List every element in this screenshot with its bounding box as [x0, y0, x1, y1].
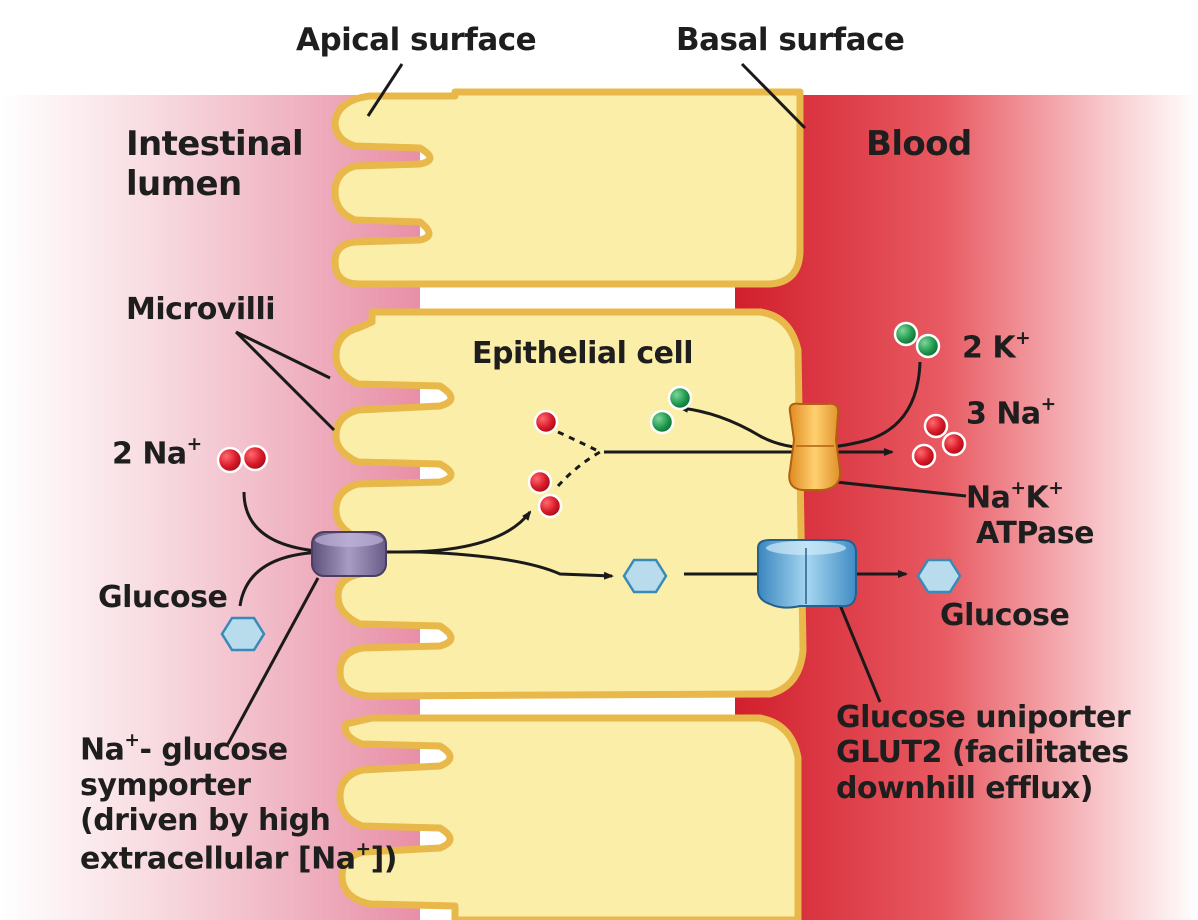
- blood-glucose-label: Glucose: [940, 598, 1070, 633]
- blood-label: Blood: [866, 124, 972, 164]
- sodium-pooling-dash-2: [556, 450, 601, 488]
- sodium-ions-cell-lower: [527, 469, 563, 519]
- potassium-ions-cell: [649, 385, 693, 435]
- symporter-label: Na+- glucose symporter (driven by high e…: [80, 730, 397, 876]
- pump-leader: [835, 480, 967, 498]
- intestinal-lumen-label: Intestinal lumen: [126, 124, 304, 205]
- blood-potassium-label: 2 K+: [962, 328, 1031, 366]
- symporter-line1: Na+- glucose: [80, 730, 397, 768]
- sodium-ions-blood: [911, 413, 967, 469]
- intestinal-lumen-line2: lumen: [126, 164, 242, 205]
- uniporter-label: Glucose uniporter GLUT2 (facilitates dow…: [836, 700, 1131, 806]
- apical-surface-label: Apical surface: [296, 22, 537, 58]
- sodium-glucose-symporter: [311, 531, 387, 577]
- blood-region: [735, 95, 1198, 920]
- uniporter-line1: Glucose uniporter: [836, 700, 1131, 735]
- pump-k-charge: +: [1048, 478, 1064, 499]
- epithelial-cell-label: Epithelial cell: [472, 336, 694, 371]
- pump-k-text: K: [1025, 480, 1049, 516]
- symporter-na-text: Na: [80, 732, 125, 768]
- uniporter-line2: GLUT2 (facilitates: [836, 735, 1129, 771]
- sodium-potassium-pump: [788, 402, 842, 491]
- intestinal-lumen-line1: Intestinal: [126, 124, 304, 164]
- glucose-entry-path: [238, 550, 614, 607]
- symporter-line4-prefix: extracellular [Na: [80, 840, 356, 876]
- pump-label-line2: ATPase: [976, 515, 1094, 551]
- microvilli-label: Microvilli: [126, 292, 276, 327]
- symporter-line2: symporter: [80, 767, 251, 803]
- symporter-line3: (driven by high: [80, 803, 331, 839]
- potassium-ions-blood: [893, 321, 941, 359]
- blood-sodium-label: 3 Na+: [966, 394, 1056, 432]
- blood-sodium-text: 3 Na: [966, 396, 1041, 432]
- sodium-pooling-dash-1: [557, 430, 601, 454]
- pump-na-text: Na: [966, 480, 1011, 516]
- epithelial-cell-top: [331, 88, 804, 288]
- symporter-line4-suffix: ]): [370, 840, 398, 876]
- pump-label-line1: Na+K+: [966, 478, 1094, 516]
- basal-surface-label: Basal surface: [676, 22, 905, 58]
- epithelial-cell-bottom: [336, 714, 802, 920]
- microvilli-leader-2: [234, 330, 336, 432]
- pump-label: Na+K+ ATPase: [966, 478, 1094, 551]
- microvilli-leader-1: [235, 330, 331, 380]
- blood-potassium-charge: +: [1015, 328, 1031, 349]
- lumen-glucose-label: Glucose: [98, 580, 228, 615]
- symporter-line4-charge: +: [355, 838, 371, 860]
- lumen-sodium-charge: +: [186, 434, 203, 455]
- glut2-uniporter: [757, 539, 857, 609]
- sodium-ions-lumen: [216, 444, 269, 474]
- uniporter-line3: downhill efflux): [836, 770, 1093, 806]
- pump-na-charge: +: [1010, 478, 1026, 499]
- symporter-leader: [226, 577, 320, 745]
- uniporter-leader: [836, 599, 882, 703]
- blood-sodium-charge: +: [1040, 394, 1057, 415]
- symporter-na-charge: +: [124, 730, 140, 751]
- blood-potassium-text: 2 K: [962, 330, 1016, 366]
- glucose-molecule-cell: [622, 558, 668, 594]
- basal-surface-leader: [740, 62, 807, 130]
- lumen-sodium-label: 2 Na+: [112, 434, 202, 472]
- apical-surface-leader: [366, 63, 404, 117]
- symporter-glucose-text: - glucose: [139, 732, 288, 768]
- lumen-sodium-text: 2 Na: [112, 436, 187, 472]
- glucose-molecule-blood: [916, 558, 962, 594]
- glucose-molecule-lumen: [220, 616, 266, 652]
- sodium-ion-cell-upper: [533, 409, 559, 435]
- symporter-line4: extracellular [Na+]): [80, 839, 397, 877]
